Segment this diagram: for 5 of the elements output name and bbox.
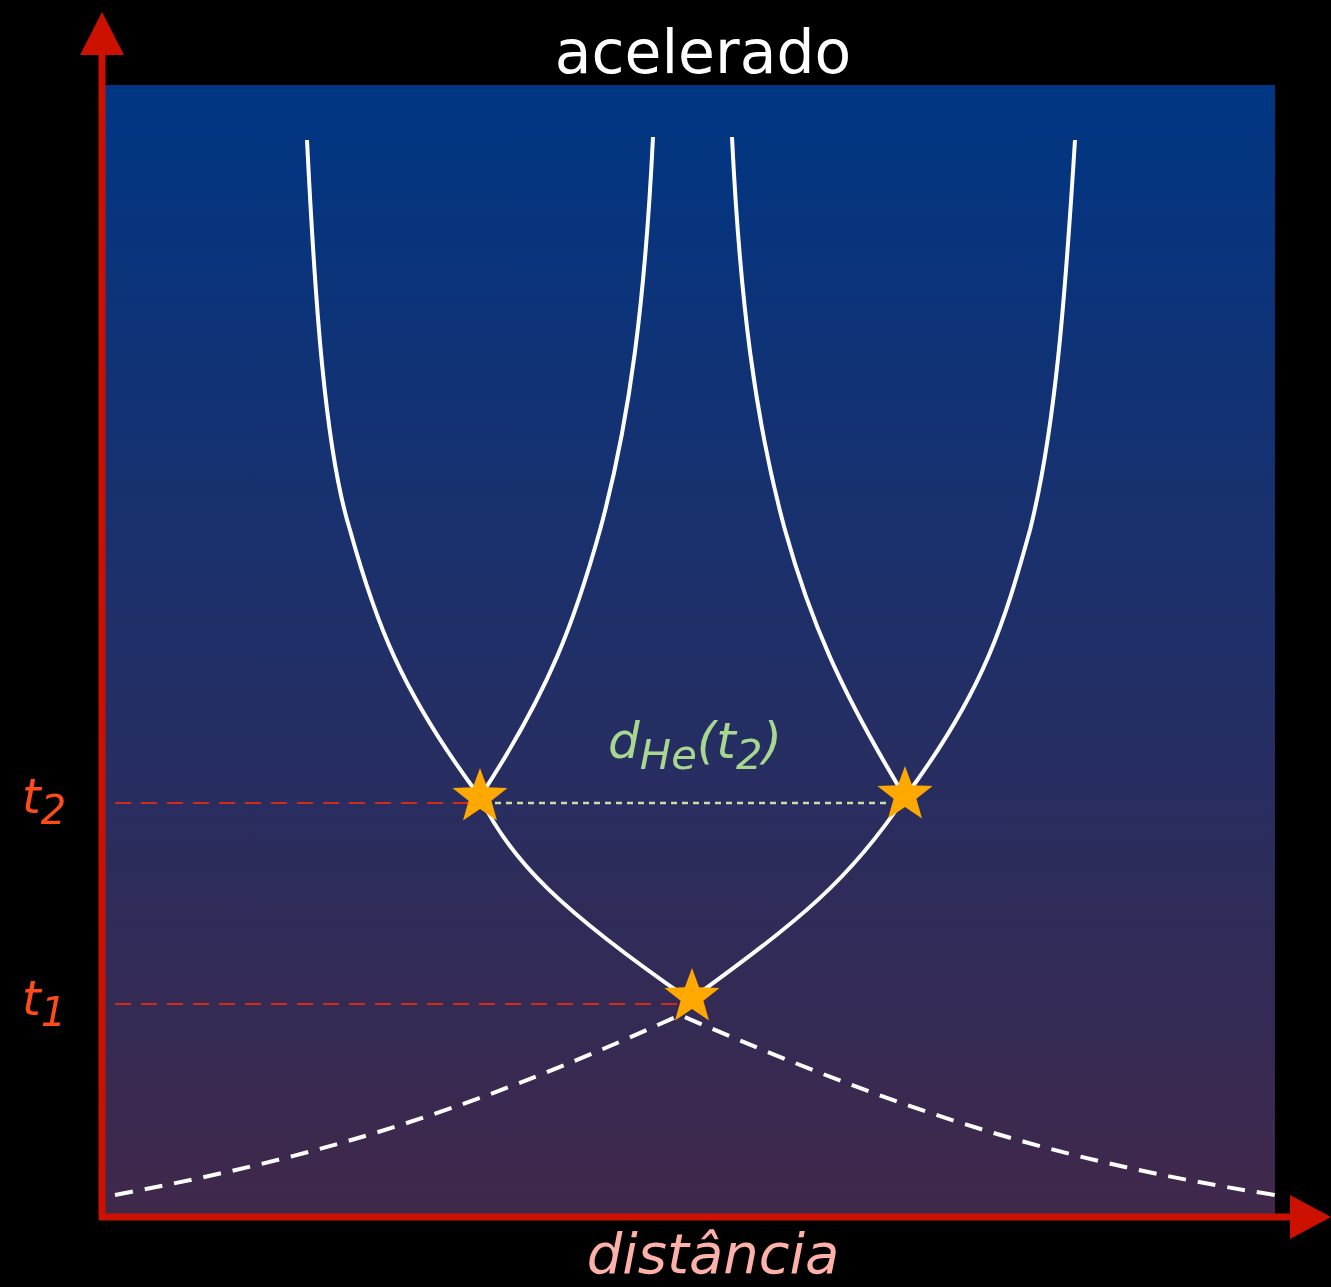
distance-label: d$_{He}$(t$_{2}$) <box>608 716 782 776</box>
time-label: t$_{2}$ <box>22 772 67 830</box>
time-label: t$_{1}$ <box>22 974 67 1032</box>
axis-label: distância <box>586 1226 840 1282</box>
chart-title: acelerado <box>554 22 852 82</box>
